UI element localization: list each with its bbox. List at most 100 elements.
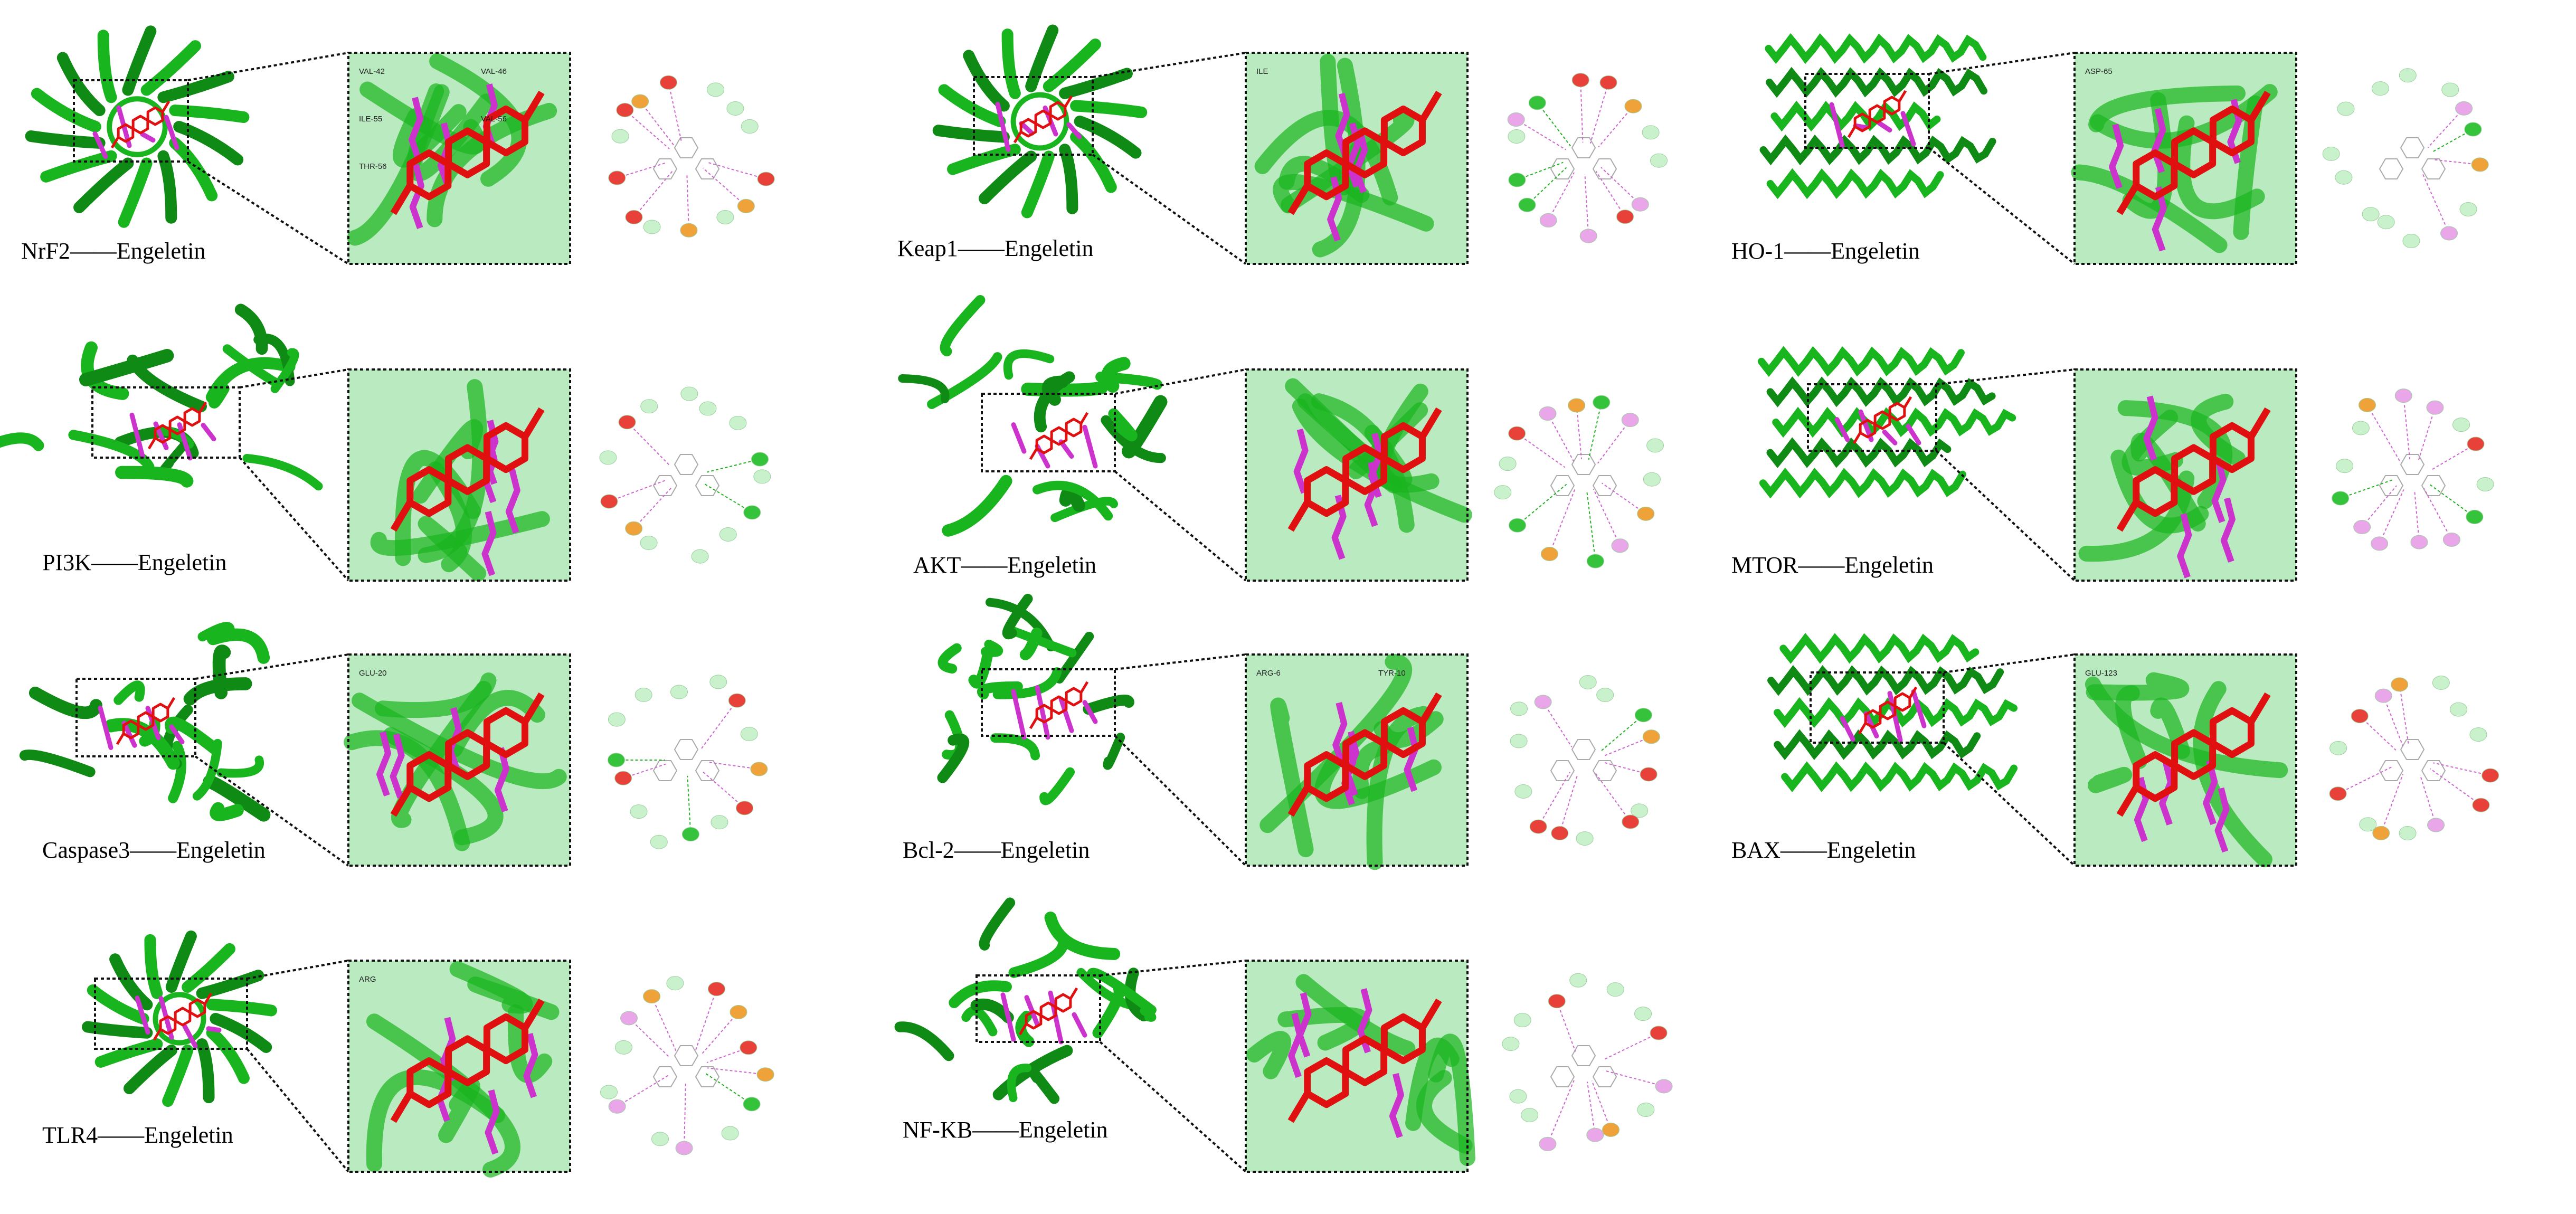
residue-node: [1539, 1137, 1556, 1151]
interaction-line: [704, 483, 752, 513]
residue-node: [626, 210, 642, 224]
residue-node: [1514, 1013, 1531, 1027]
residue-node: [710, 675, 727, 689]
residue-node: [681, 387, 698, 401]
interaction-line: [1560, 775, 1577, 833]
residue-node: [1510, 734, 1527, 748]
residue-node: [2332, 491, 2349, 505]
alpha-helix: [1769, 73, 1984, 92]
interaction-line: [2419, 407, 2435, 460]
beta-strand: [63, 58, 100, 110]
secondary-structure: [1044, 772, 1070, 801]
residue-node: [1637, 1103, 1654, 1116]
interaction-line: [2414, 491, 2419, 542]
docking-panel: [1726, 327, 2560, 623]
residue-node: [754, 470, 771, 483]
beta-strand: [1027, 156, 1049, 212]
residue-node: [719, 527, 736, 541]
residue-stick: [1037, 687, 1048, 737]
residue-node: [640, 536, 657, 550]
beta-strand: [939, 130, 1004, 137]
interaction-line: [1548, 413, 1574, 461]
interaction-line: [2428, 108, 2464, 147]
secondary-structure: [1059, 637, 1089, 679]
interaction-line: [687, 776, 690, 834]
protein-overview: [900, 903, 1152, 1098]
residue-node: [1494, 486, 1511, 499]
residue-node: [730, 416, 746, 430]
interaction-diagram: [1494, 395, 1664, 568]
interaction-line: [1549, 489, 1575, 554]
interaction-line: [1548, 173, 1574, 221]
residue-node: [1617, 210, 1634, 224]
residue-node: [1510, 1089, 1527, 1103]
residue-node: [682, 828, 699, 841]
residue-node: [752, 452, 769, 466]
zoom-connector: [1936, 369, 2075, 384]
residue-node: [2403, 234, 2420, 248]
residue-node: [741, 120, 758, 134]
secondary-structure: [986, 644, 998, 652]
residue-node: [744, 506, 761, 519]
protein-overview: [0, 310, 318, 486]
secondary-structure: [995, 738, 1035, 755]
residue-node: [1539, 406, 1556, 420]
beta-strand: [124, 163, 147, 222]
docking-panel: ARG: [0, 918, 834, 1214]
interaction-line: [687, 174, 689, 230]
residue-label: ASP-65: [2085, 67, 2113, 76]
residue-node: [2323, 147, 2340, 160]
interaction-line: [1543, 702, 1571, 747]
interaction-line: [2381, 774, 2403, 833]
interaction-line: [1587, 1082, 1595, 1135]
alpha-helix: [1776, 413, 2012, 432]
residue-node: [641, 400, 658, 413]
interaction-line: [695, 989, 717, 1052]
binding-zoom: [1246, 369, 1467, 581]
residue-node: [741, 727, 757, 741]
interaction-diagram: [600, 976, 774, 1155]
residue-node: [2351, 709, 2368, 723]
beta-strand: [212, 1004, 271, 1010]
residue-node: [736, 801, 753, 815]
panel-title: AKT——Engeletin: [913, 552, 1096, 578]
panel-title: MTOR——Engeletin: [1731, 552, 1934, 578]
residue-node: [757, 1068, 774, 1082]
interaction-line: [2430, 769, 2481, 805]
zoom-connector: [1929, 148, 2075, 264]
secondary-structure: [900, 1027, 949, 1056]
beta-strand: [953, 149, 1015, 169]
panel-graphic: ARG: [0, 918, 834, 1193]
residue-node: [2329, 787, 2346, 801]
interaction-line: [668, 82, 681, 143]
secondary-structure: [216, 809, 237, 815]
interaction-line: [2367, 405, 2401, 462]
residue-node: [1593, 395, 1610, 409]
residue-node: [2465, 122, 2482, 136]
residue-node: [743, 1097, 760, 1111]
panel-title: NF-KB——Engeletin: [903, 1116, 1108, 1143]
alpha-helix: [1770, 443, 1947, 462]
residue-node: [2471, 158, 2488, 172]
interaction-line: [1598, 420, 1630, 463]
residue-node: [1521, 1108, 1538, 1122]
residue-node: [680, 223, 697, 237]
zoom-connector: [1115, 471, 1246, 581]
residue-node: [1637, 507, 1654, 520]
secondary-structure: [1088, 700, 1129, 709]
residue-node: [1640, 767, 1657, 781]
docking-panel: [897, 327, 1731, 623]
alpha-helix: [1764, 140, 1993, 159]
secondary-structure: [121, 472, 187, 481]
residue-node: [1509, 426, 1526, 440]
panel-title: Caspase3——Engeletin: [42, 837, 266, 864]
zoom-connector: [1100, 1042, 1246, 1172]
residue-node: [1530, 820, 1547, 833]
beta-strand: [115, 959, 147, 1004]
alpha-helix: [1763, 473, 1963, 492]
residue-node: [612, 129, 629, 143]
residue-node: [643, 220, 660, 234]
residue-node: [650, 835, 667, 849]
residue-node: [1568, 399, 1585, 412]
